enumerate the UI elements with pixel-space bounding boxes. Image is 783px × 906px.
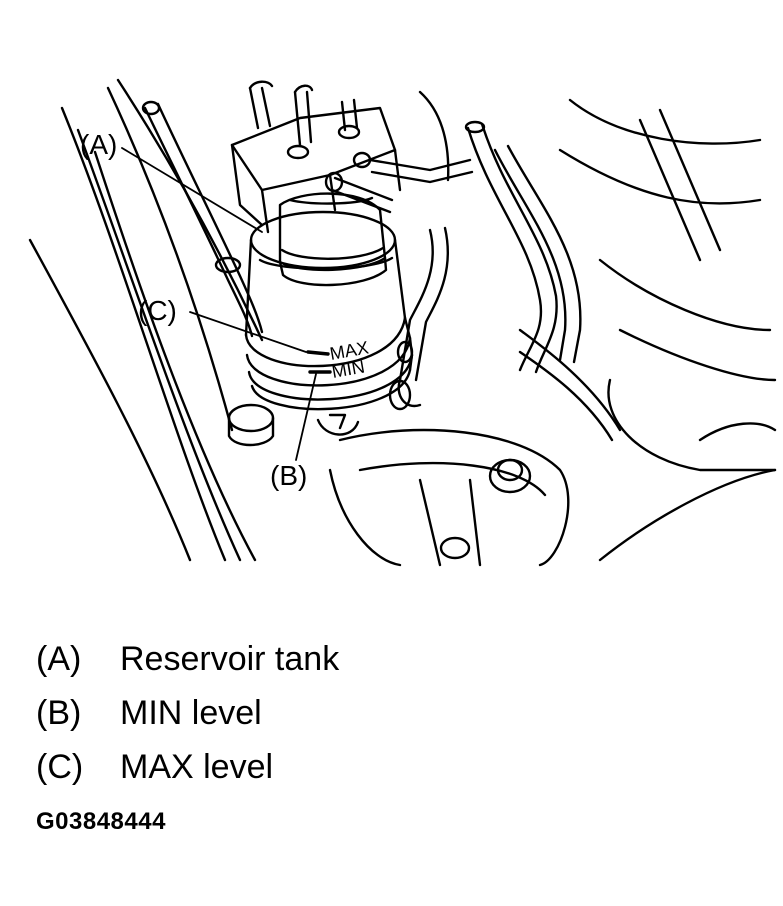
leader-line-c xyxy=(189,311,307,353)
legend-key: (A) xyxy=(36,640,82,678)
legend-row-b: (B) MIN level xyxy=(36,686,736,740)
max-mark xyxy=(306,350,330,356)
legend-key: (B) xyxy=(36,694,82,732)
legend: (A) Reservoir tank (B) MIN level (C) MAX… xyxy=(36,632,736,794)
legend-description: Reservoir tank xyxy=(120,640,340,678)
callout-c: (C) xyxy=(138,295,177,326)
callout-b: (B) xyxy=(270,460,307,491)
right-background xyxy=(418,90,777,562)
left-bolt xyxy=(227,403,275,447)
legend-row-a: (A) Reservoir tank xyxy=(36,632,736,686)
reservoir-cap xyxy=(278,192,388,287)
brake-line-left xyxy=(141,100,264,338)
right-pipes xyxy=(397,120,622,442)
callout-a: (A) xyxy=(80,129,117,160)
leader-line-b xyxy=(295,373,317,461)
figure-code: G03848444 xyxy=(36,808,166,835)
legend-row-c: (C) MAX level xyxy=(36,740,736,794)
legend-description: MAX level xyxy=(120,748,274,786)
engine-bay-diagram: MAX MIN (A) (C) (B) xyxy=(28,78,777,567)
frame-member xyxy=(328,428,570,567)
leader-line-a xyxy=(121,147,263,233)
legend-key: (C) xyxy=(36,748,84,786)
legend-description: MIN level xyxy=(120,694,262,732)
hydraulic-unit xyxy=(230,80,474,234)
reservoir-tank xyxy=(244,210,414,411)
min-marking: MIN xyxy=(330,357,366,382)
